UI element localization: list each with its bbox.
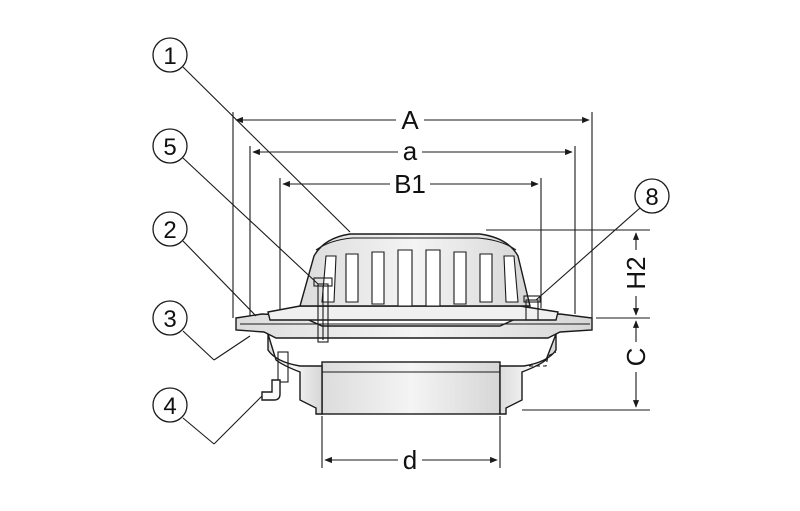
- callout-5-number: 5: [163, 134, 176, 161]
- side-fitting: [261, 351, 289, 401]
- callout-4: 4: [152, 387, 188, 423]
- callout-2-number: 2: [163, 217, 176, 244]
- dim-label-a: a: [403, 136, 418, 166]
- callout-5: 5: [152, 128, 188, 164]
- dim-label-H2: H2: [621, 256, 651, 289]
- drain-bowl: [267, 333, 323, 415]
- bolt-left: [313, 277, 333, 343]
- callout-1-number: 1: [163, 43, 176, 70]
- extension-lines: [232, 112, 650, 468]
- drain-body: [235, 233, 593, 415]
- dim-label-d: d: [403, 445, 417, 475]
- callout-1: 1: [152, 37, 188, 73]
- outlet-pipe: [321, 361, 501, 415]
- screw-right: [523, 295, 541, 321]
- callout-4-number: 4: [163, 393, 176, 420]
- callout-8: 8: [634, 178, 670, 214]
- callout-8-number: 8: [645, 184, 658, 211]
- dim-label-C: C: [621, 348, 651, 367]
- dimension-lines: [235, 116, 640, 464]
- callout-2: 2: [152, 211, 188, 247]
- callout-3-number: 3: [163, 306, 176, 333]
- clamp-ring: [267, 305, 559, 321]
- leader-lines: [182, 66, 641, 445]
- callout-3: 3: [152, 300, 188, 336]
- dome-slots: [321, 249, 519, 307]
- dim-label-B1: B1: [394, 169, 426, 199]
- dim-label-A: A: [401, 105, 419, 135]
